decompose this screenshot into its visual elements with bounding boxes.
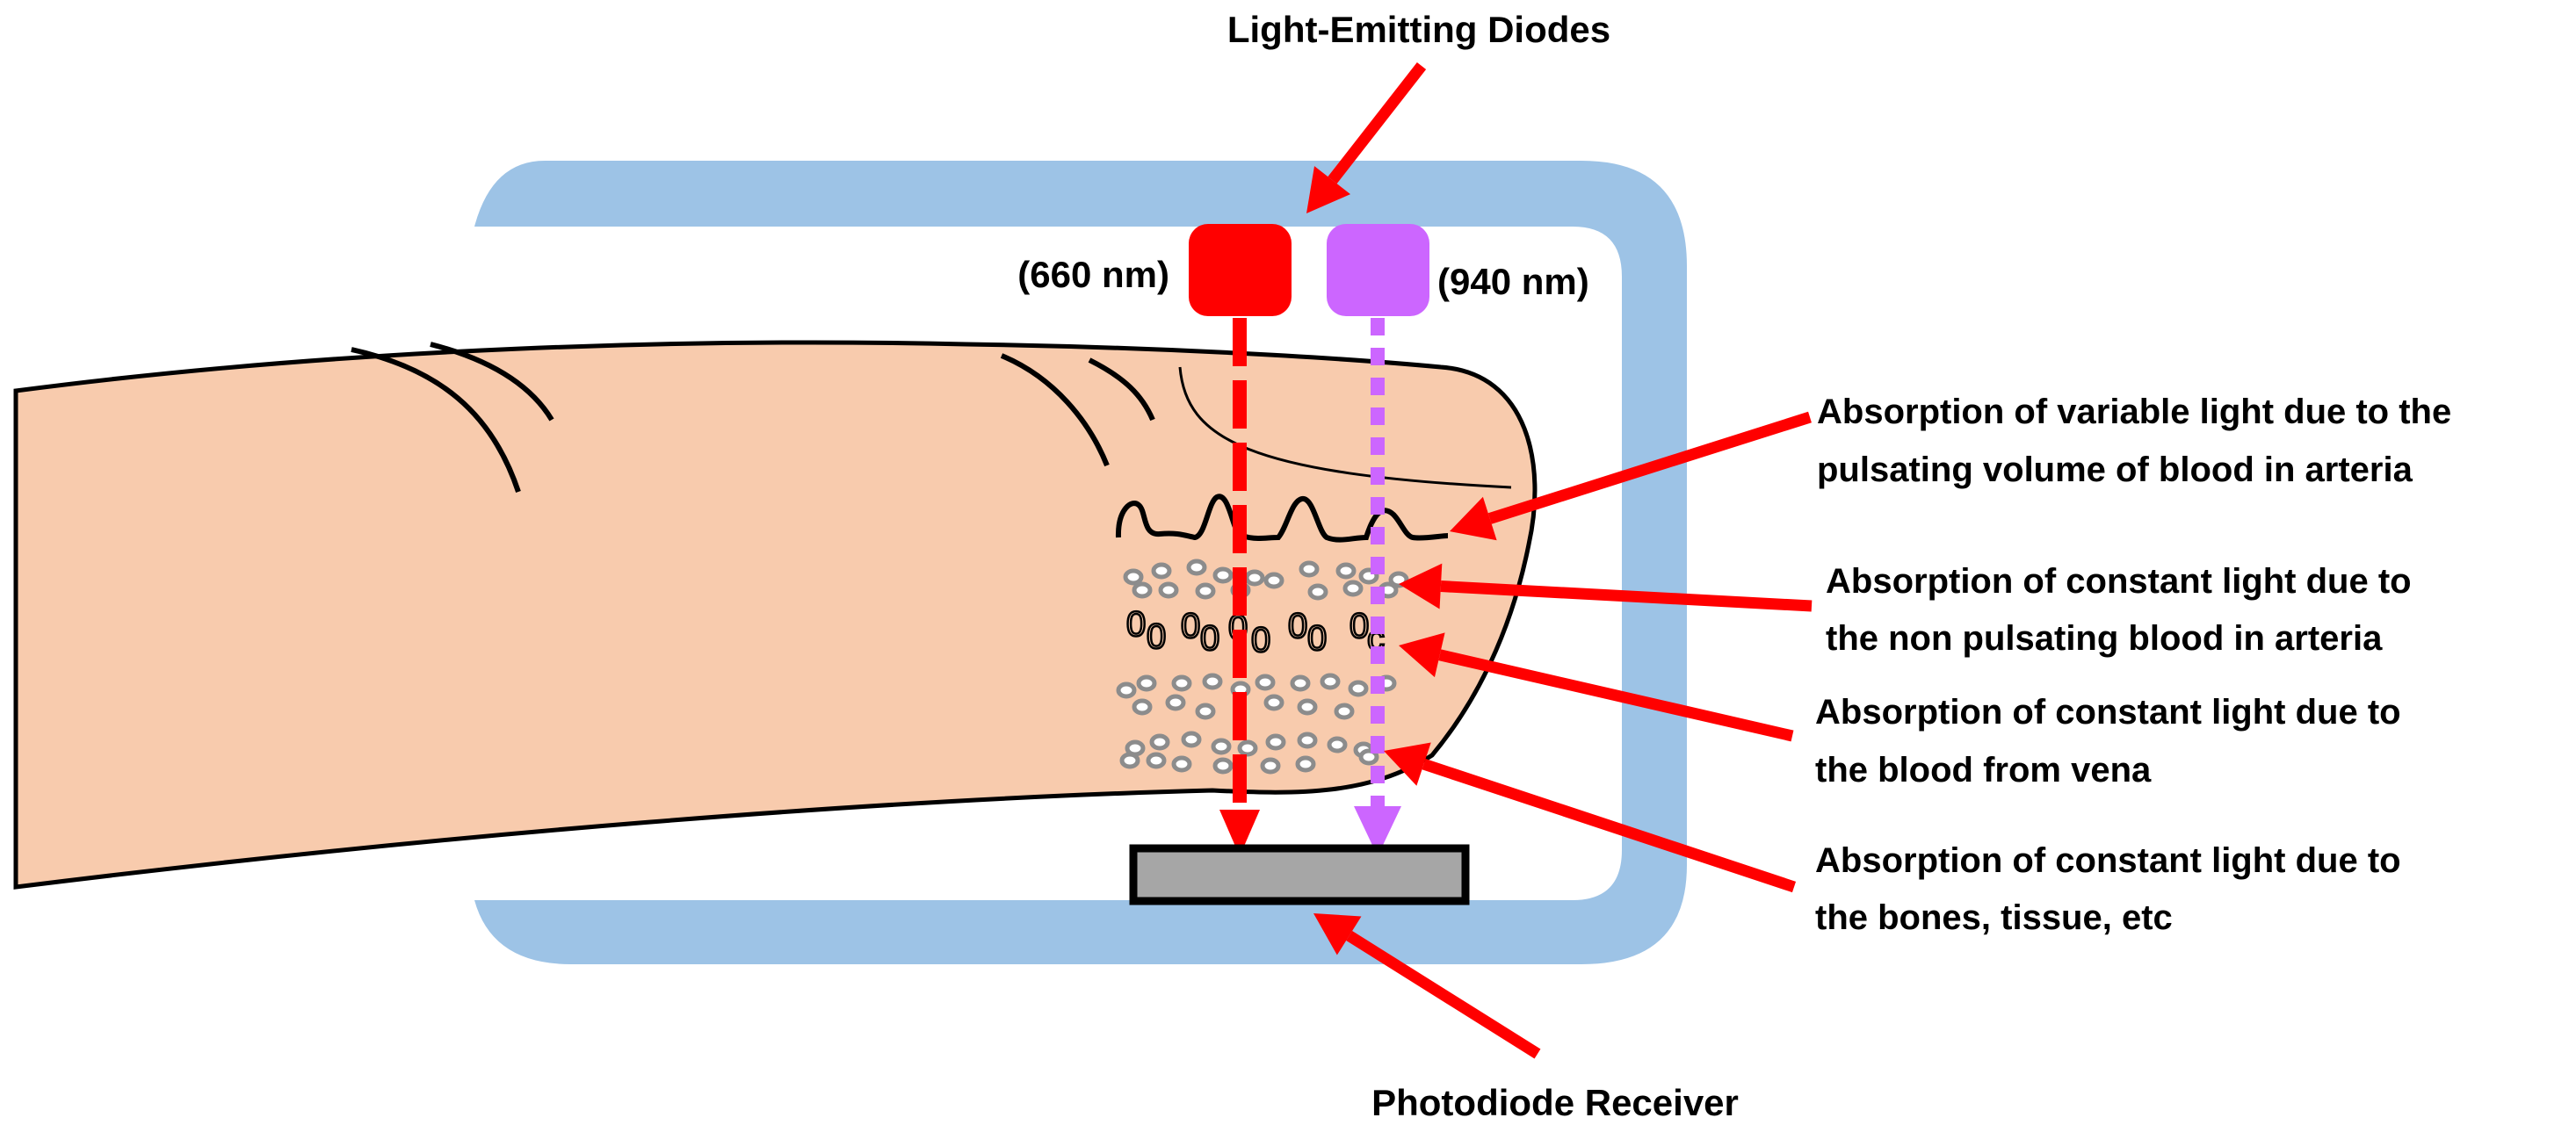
annotation-4-line2: the bones, tissue, etc: [1815, 898, 2173, 937]
tissue-cell: [1237, 739, 1258, 757]
tissue-cell: [1299, 560, 1320, 578]
light-beams: [1219, 318, 1401, 856]
tissue-cell: [1327, 736, 1348, 753]
tissue-cell: [1171, 755, 1192, 773]
tissue-cell: [1255, 674, 1276, 691]
tissue-cell: [1116, 681, 1137, 699]
arterial-blood-cell: 0: [1350, 607, 1369, 645]
annotation-2-line1: Absorption of constant light due to: [1826, 562, 2412, 601]
tissue-cell: [1171, 674, 1192, 692]
infrared-led: [1327, 224, 1429, 316]
red-beam-arrowhead: [1219, 810, 1260, 856]
tissue-cell: [1123, 568, 1144, 586]
annotation-labels: Absorption of variable light due to the …: [1815, 393, 2451, 937]
tissue-cell: [1244, 569, 1265, 587]
tissue-cell: [1132, 581, 1153, 599]
tissue-cell: [1260, 757, 1281, 775]
arterial-blood-cell: 0: [1147, 617, 1166, 656]
tissue-cell: [1202, 673, 1223, 690]
arterial-blood-cell: 0: [1307, 619, 1327, 658]
infrared-beam-arrowhead: [1354, 806, 1401, 856]
annotation-3-line2: the blood from vena: [1815, 751, 2152, 790]
tissue-cell: [1334, 703, 1355, 720]
annotation-2-line2: the non pulsating blood in arteria: [1826, 619, 2383, 658]
leds-pointer-arrow: [1306, 62, 1427, 213]
arterial-blood-cell: 0: [1251, 621, 1270, 660]
tissue-cell: [1136, 674, 1157, 692]
tissue-cell: [1358, 748, 1379, 766]
tissue-cell: [1195, 703, 1216, 720]
pointer-arrows: [1306, 62, 1813, 1059]
tissue-cell: [1158, 581, 1179, 599]
knuckle-crease: [430, 342, 554, 422]
tissue-cell: [1181, 731, 1202, 748]
tissue-cell: [1348, 680, 1369, 697]
receiver-pointer-arrow: [1313, 913, 1541, 1059]
tissue-cell: [1335, 562, 1357, 580]
annotation-3-line1: Absorption of constant light due to: [1815, 693, 2401, 732]
arterial-blood-pointer-arrow: [1399, 563, 1813, 612]
knuckle-crease: [351, 347, 521, 493]
annotation-1-line2: pulsating volume of blood in arteria: [1817, 451, 2413, 489]
arterial-blood-cell: 0: [1288, 607, 1307, 645]
annotation-1-line1: Absorption of variable light due to the: [1817, 393, 2451, 431]
tissue-cell: [1212, 566, 1234, 584]
tissue-cell: [1151, 562, 1172, 580]
leds-label: Light-Emitting Diodes: [1227, 9, 1610, 50]
tissue-cell: [1295, 755, 1316, 773]
annotation-4-line1: Absorption of constant light due to: [1815, 841, 2401, 880]
tissue-cell: [1290, 674, 1311, 692]
tissue-cell: [1297, 732, 1318, 749]
tissue-cell: [1263, 572, 1284, 589]
tissue-cell: [1320, 673, 1341, 690]
tissue-cell: [1307, 583, 1328, 601]
red-wavelength-label: (660 nm): [1017, 254, 1169, 295]
red-led: [1189, 224, 1292, 316]
arterial-blood-cell: 0: [1126, 605, 1146, 644]
tissue-cell: [1297, 698, 1318, 716]
tissue-cell: [1342, 580, 1364, 597]
tissue-cell: [1263, 694, 1284, 711]
finger-body: [13, 340, 1538, 890]
bones-tissue-pointer-arrow: [1384, 742, 1797, 893]
tissue-cell: [1212, 757, 1234, 775]
vena-blood-pointer-arrow: [1399, 632, 1794, 742]
led-emitters: [1189, 224, 1429, 316]
knuckle-crease: [1088, 357, 1155, 422]
tissue-cell: [1186, 559, 1207, 576]
arterial-blood-cell: 0: [1200, 619, 1219, 658]
tissue-cell: [1265, 733, 1286, 751]
tissue-cell: [1195, 582, 1216, 600]
ir-wavelength-label: (940 nm): [1437, 261, 1589, 302]
pulsating-artery: [1115, 494, 1449, 543]
tissue-cell: [1119, 752, 1140, 769]
knuckle-crease: [1000, 353, 1110, 467]
tissue-cell: [1211, 738, 1232, 755]
tissue-cell: [1165, 694, 1186, 711]
arterial-blood-cell: 0: [1181, 607, 1200, 645]
receiver-label: Photodiode Receiver: [1371, 1082, 1739, 1123]
tissue-cell: [1146, 752, 1167, 769]
tissue-cell: [1132, 698, 1153, 716]
pulsating-artery-pointer-arrow: [1450, 411, 1812, 541]
photodiode-receiver: [1129, 844, 1470, 905]
tissue-cell: [1149, 733, 1170, 751]
nail-outline: [1178, 366, 1512, 489]
